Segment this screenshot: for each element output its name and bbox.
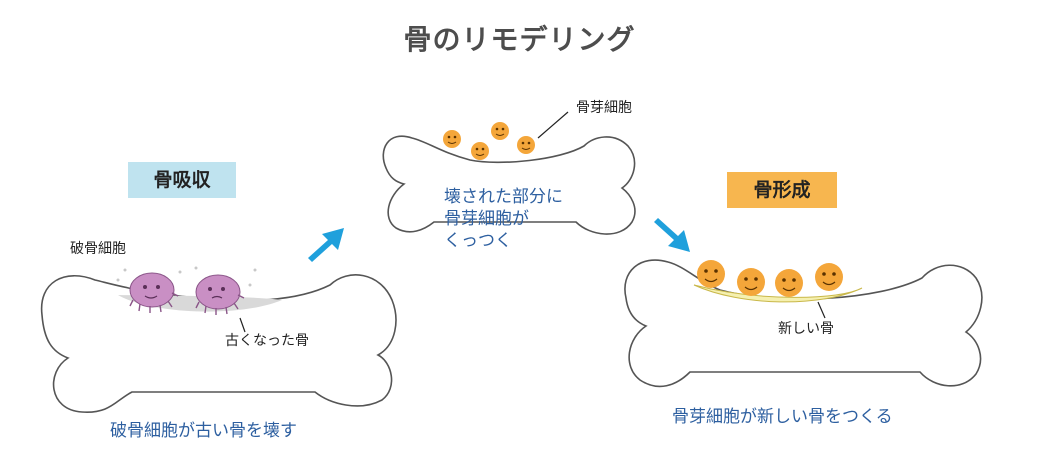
label-resorption: 骨吸収 bbox=[128, 162, 236, 198]
osteoblast-large-2 bbox=[737, 268, 765, 296]
caption-attachment-line-1: 壊された部分に bbox=[444, 187, 563, 207]
caption-resorption: 破骨細胞が古い骨を壊す bbox=[110, 421, 297, 441]
caption-attachment: 壊された部分に 骨芽細胞が くっつく bbox=[444, 186, 563, 252]
osteoclast-cell-1 bbox=[129, 272, 179, 313]
bone-attachment bbox=[382, 135, 636, 235]
arrow-to-formation bbox=[654, 218, 690, 252]
osteoblast-small-1 bbox=[443, 130, 461, 148]
osteoclast-cell-2 bbox=[195, 274, 245, 315]
osteoblast-small-2 bbox=[471, 142, 489, 160]
osteoblast-label: 骨芽細胞 bbox=[576, 100, 632, 116]
diagram-title: 骨のリモデリング bbox=[403, 23, 636, 56]
new-bone-leader bbox=[817, 301, 826, 319]
new-bone-layer bbox=[693, 284, 863, 303]
osteoblast-small-3 bbox=[491, 122, 509, 140]
arrow-to-attachment bbox=[308, 228, 344, 262]
osteoblast-large-4 bbox=[815, 263, 843, 291]
osteoblast-small-4 bbox=[517, 136, 535, 154]
new-bone-label: 新しい骨 bbox=[778, 321, 834, 337]
old-bone-leader bbox=[239, 317, 246, 333]
label-formation: 骨形成 bbox=[727, 172, 837, 208]
caption-attachment-line-2: 骨芽細胞が bbox=[444, 209, 529, 229]
osteoclast-label: 破骨細胞 bbox=[70, 241, 126, 257]
osteoblast-large-1 bbox=[697, 260, 725, 288]
osteoblast-large-3 bbox=[775, 269, 803, 297]
caption-attachment-line-3: くっつく bbox=[444, 231, 512, 251]
old-bone-label: 古くなった骨 bbox=[225, 333, 309, 349]
caption-formation: 骨芽細胞が新しい骨をつくる bbox=[672, 407, 893, 427]
debris-specks bbox=[116, 266, 257, 287]
osteoblast-leader bbox=[537, 111, 569, 139]
